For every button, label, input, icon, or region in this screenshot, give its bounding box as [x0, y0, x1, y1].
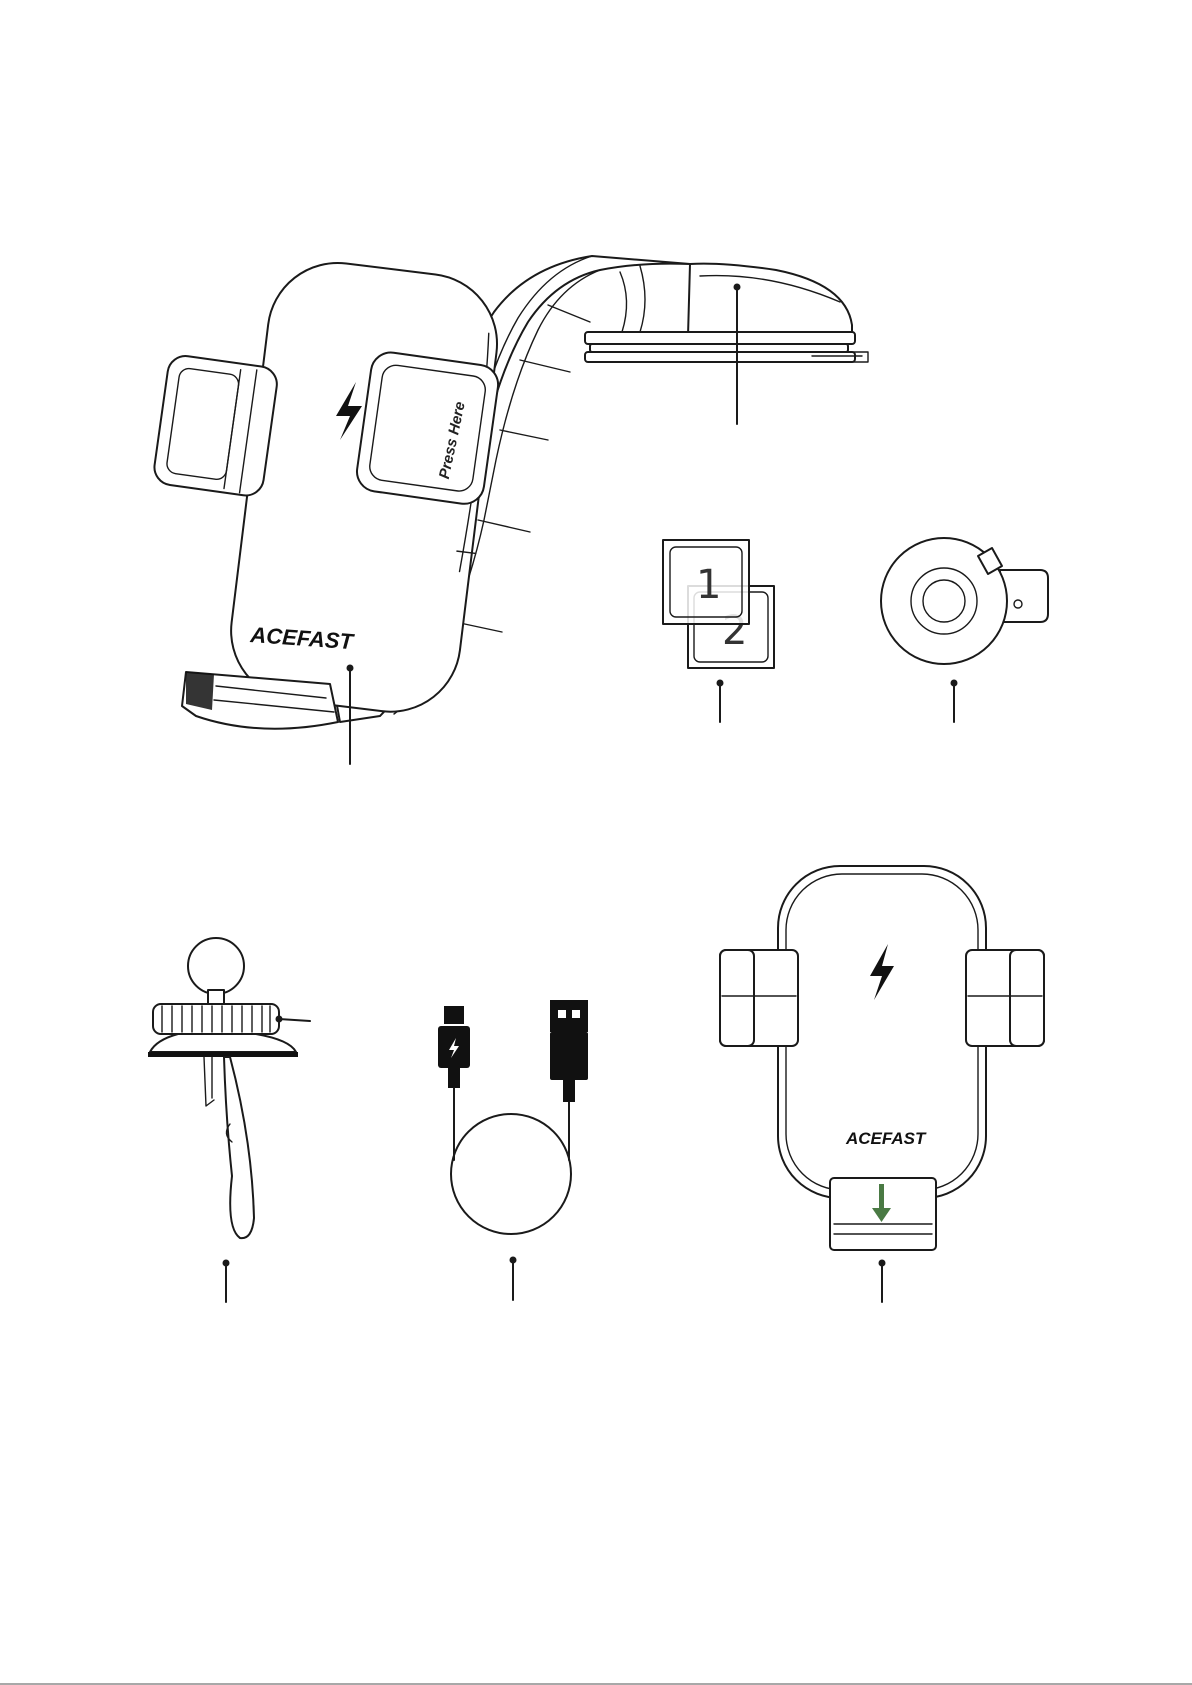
phone-holder-front-view: ACEFAST — [720, 866, 1044, 1250]
usb-a-connector-icon — [550, 1000, 588, 1102]
right-clamp-arm: Press Here — [354, 350, 500, 506]
air-vent-clip — [148, 938, 298, 1238]
left-clamp-arm — [152, 354, 279, 498]
sticker-1: 1 — [663, 540, 749, 624]
front-left-clamp — [720, 950, 798, 1046]
usb-c-connector-icon — [438, 1006, 470, 1088]
metal-mounting-plate — [881, 538, 1048, 664]
adhesive-stickers: 2 1 — [663, 540, 774, 668]
front-right-clamp — [966, 950, 1044, 1046]
brand-logo-small: ACEFAST — [845, 1129, 927, 1148]
usb-cable — [438, 1000, 588, 1234]
sticker-number-1: 1 — [696, 562, 721, 608]
suction-cup-base — [585, 264, 868, 362]
